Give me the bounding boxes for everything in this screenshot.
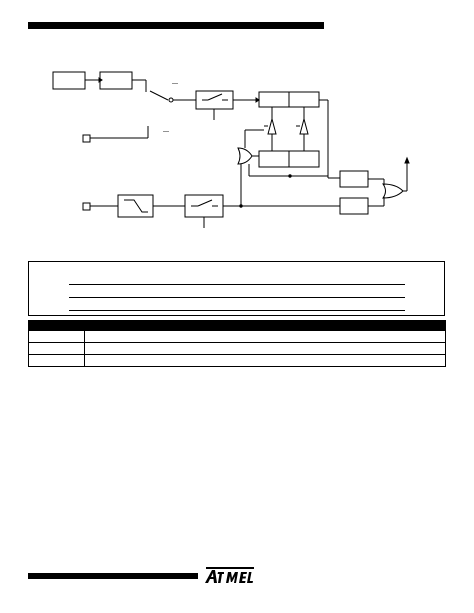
atmel-logo <box>205 567 254 583</box>
pin-2 <box>82 202 91 211</box>
clock-source-icon <box>117 194 154 218</box>
buffer-icon <box>299 117 309 135</box>
table-column-divider <box>84 320 85 367</box>
frame-rule <box>69 297 405 298</box>
header-bar <box>28 22 324 29</box>
block-out-1 <box>339 170 369 188</box>
selector-switch-icon <box>149 90 169 101</box>
block-2 <box>99 71 133 90</box>
table-row <box>28 354 446 367</box>
register-frame <box>28 261 445 316</box>
or-gate-icon <box>382 183 404 199</box>
svg-text:—: — <box>163 129 169 135</box>
frame-rule <box>69 284 405 285</box>
footer-bar <box>28 573 198 579</box>
pin-1 <box>82 134 91 143</box>
circuit-diagram: — — <box>52 71 410 228</box>
block-1 <box>52 71 86 90</box>
buffer-icon <box>267 117 277 135</box>
svg-text:—: — <box>172 81 178 87</box>
or-gate-icon <box>237 147 253 165</box>
frame-rule <box>69 310 405 311</box>
register-table <box>28 320 446 370</box>
table-header-row <box>28 320 446 330</box>
block-out-2 <box>339 197 369 215</box>
